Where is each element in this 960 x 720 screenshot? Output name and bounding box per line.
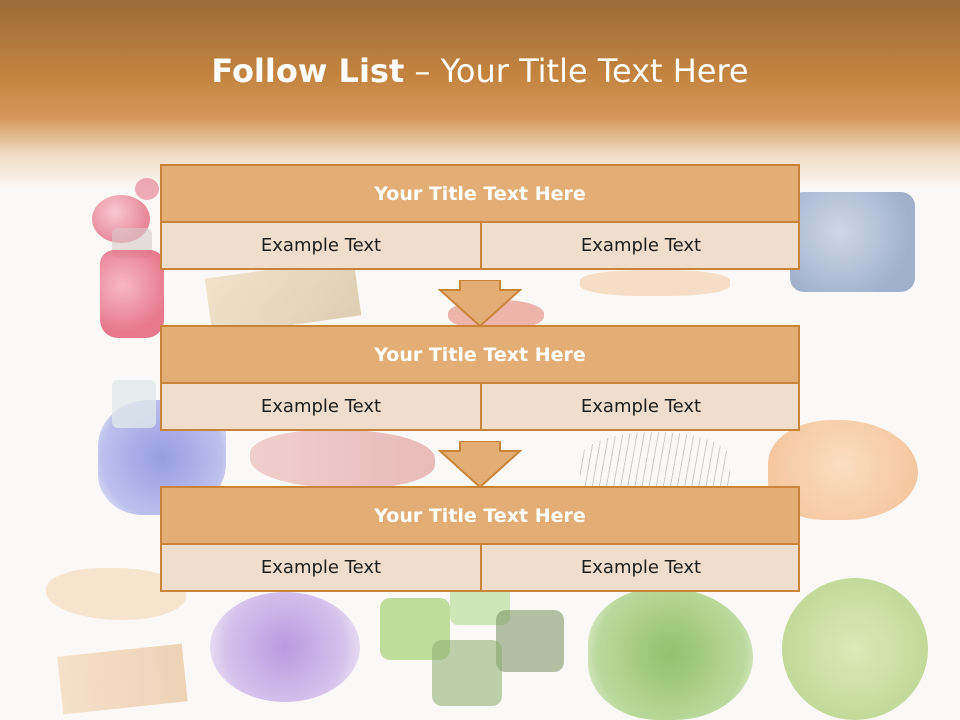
eyelash-fan bbox=[580, 432, 730, 486]
step-text-right: Example Text bbox=[580, 235, 702, 256]
step-text-left: Example Text bbox=[162, 223, 482, 268]
step-text-left: Example Text bbox=[162, 545, 482, 590]
step-box-1: Your Title Text Here Example Text Exampl… bbox=[160, 164, 800, 270]
green-loose-powder bbox=[588, 588, 753, 720]
header-band bbox=[0, 0, 960, 190]
slide-title-rest: – Your Title Text Here bbox=[404, 52, 749, 90]
step-title: Your Title Text Here bbox=[162, 166, 798, 223]
slide-title: Follow List – Your Title Text Here bbox=[0, 52, 960, 90]
nail-polish-drop-small bbox=[135, 178, 159, 200]
green-pressed-powder bbox=[782, 578, 928, 720]
step-title: Your Title Text Here bbox=[162, 327, 798, 384]
step-text-left: Example Text bbox=[162, 384, 482, 429]
step-text-right: Example Text bbox=[580, 557, 702, 578]
slide-title-bold: Follow List bbox=[211, 52, 405, 90]
blue-powder-compact bbox=[790, 192, 915, 292]
orange-cream-smear bbox=[580, 270, 730, 296]
nail-polish-bottle bbox=[100, 250, 164, 338]
step-text-right: Example Text bbox=[580, 396, 702, 417]
white-eyeshadow bbox=[112, 380, 156, 428]
down-arrow-icon bbox=[438, 280, 522, 328]
down-arrow-icon bbox=[438, 441, 522, 489]
step-box-2: Your Title Text Here Example Text Exampl… bbox=[160, 325, 800, 431]
step-box-3: Your Title Text Here Example Text Exampl… bbox=[160, 486, 800, 592]
step-title: Your Title Text Here bbox=[162, 488, 798, 545]
purple-eyeshadow bbox=[210, 592, 360, 702]
green-eyeshadow-pan bbox=[432, 640, 502, 706]
green-eyeshadow-pan bbox=[496, 610, 564, 672]
pink-lipstick-smear bbox=[250, 430, 435, 488]
foundation-swatch-bottom bbox=[57, 643, 188, 715]
